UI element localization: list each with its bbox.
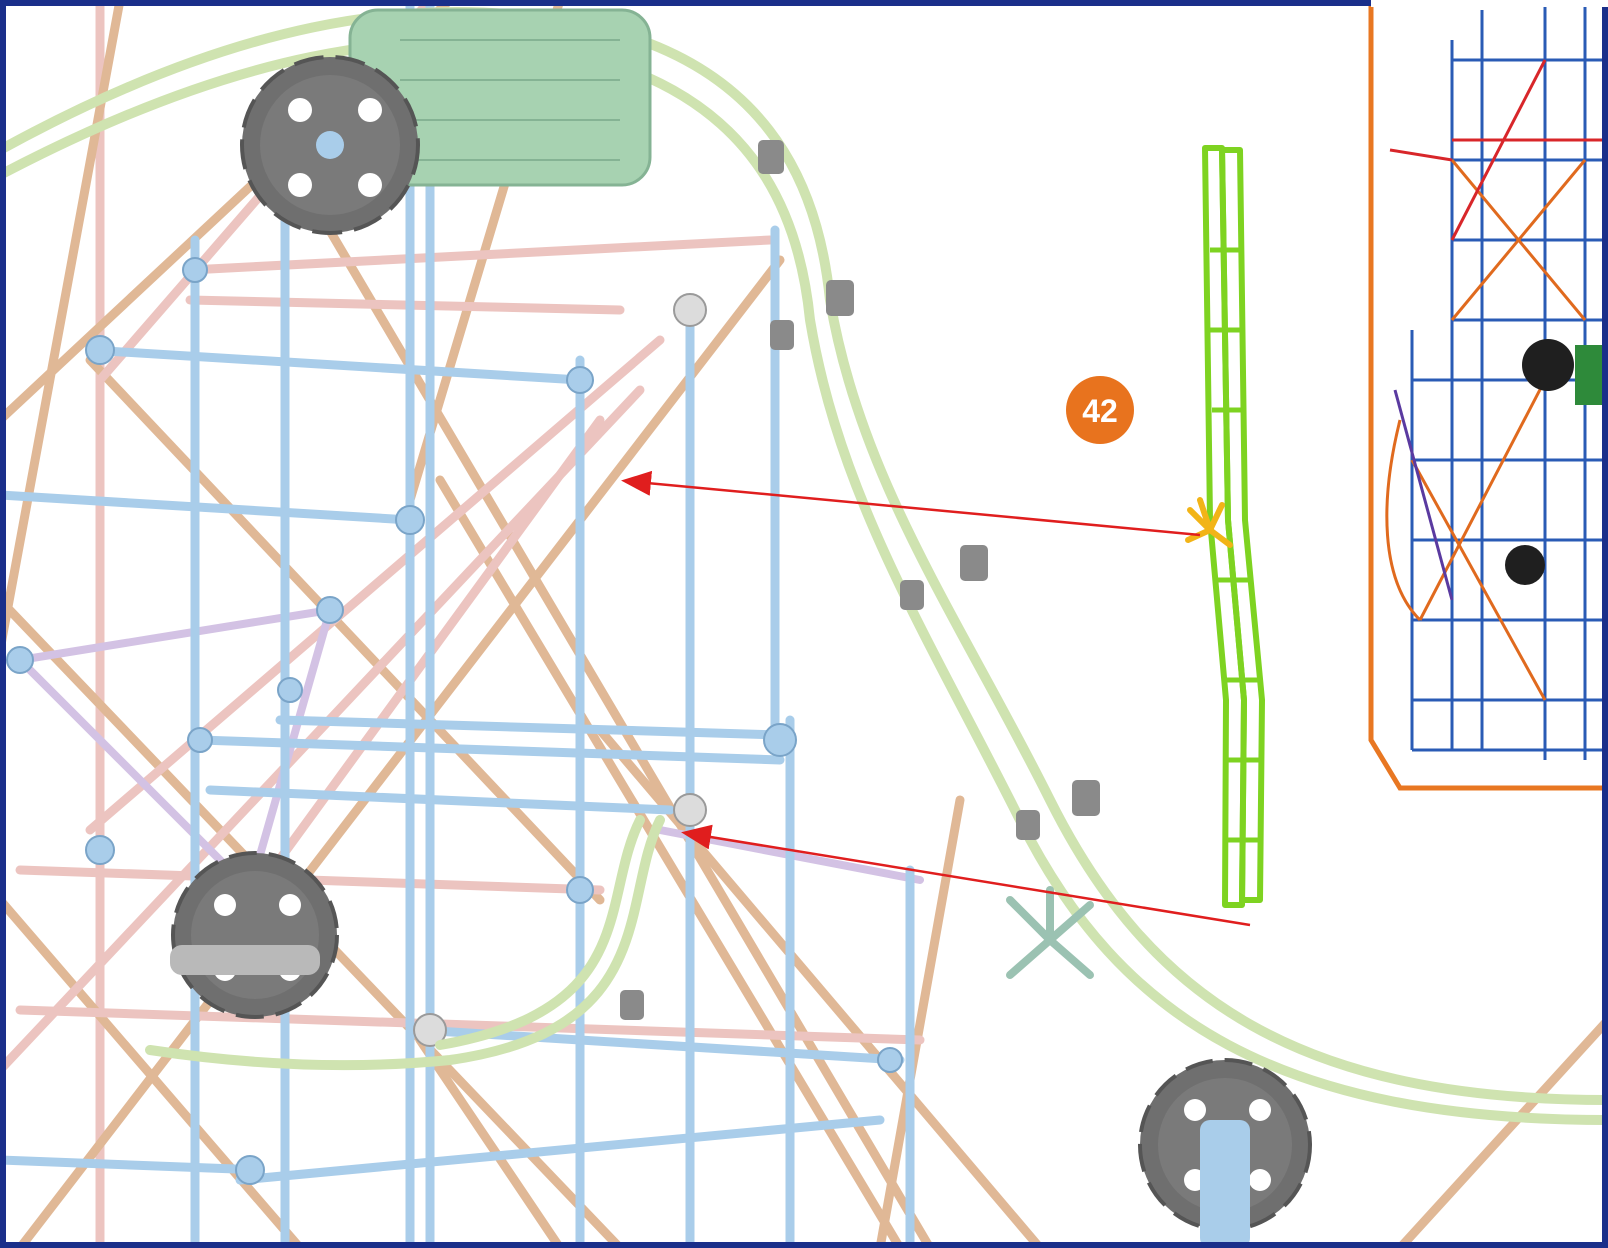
- overview-inset: [1368, 0, 1608, 791]
- gear-icon: [1138, 1058, 1312, 1248]
- connector-icon: [1185, 497, 1233, 548]
- track-piece-icon: [1202, 145, 1265, 908]
- step-number: 42: [1082, 393, 1118, 429]
- arrow-icon: [621, 470, 1251, 927]
- gear-icon: [240, 55, 420, 235]
- track-brackets: [620, 140, 1100, 1020]
- connector-icon: [1006, 886, 1094, 979]
- gear-icon: [170, 851, 339, 1019]
- step-badge: 42: [1066, 376, 1134, 444]
